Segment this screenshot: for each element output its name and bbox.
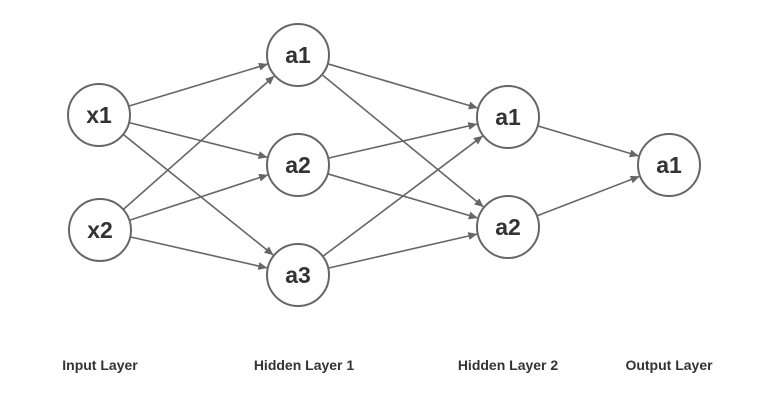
node-label-h1-a3: a3 [285, 262, 311, 288]
node-label-h2-a2: a2 [495, 214, 521, 240]
node-h1-a2: a2 [266, 133, 330, 197]
edge-input-x1-to-h1-a2 [128, 121, 268, 160]
node-circle-h1-a3 [266, 243, 330, 307]
layer-label-input: Input Layer [62, 357, 138, 373]
node-h2-a1: a1 [476, 85, 540, 149]
layer-label-output: Output Layer [625, 357, 713, 373]
node-out-a1: a1 [637, 133, 701, 197]
node-label-h2-a1: a1 [495, 104, 521, 130]
edge-input-x2-to-h1-a3 [130, 236, 268, 270]
edge-h1-a3-to-h2-a2 [328, 232, 478, 269]
node-circle-out-a1 [637, 133, 701, 197]
node-label-out-a1: a1 [656, 152, 682, 178]
node-input-x2: x2 [68, 198, 132, 262]
node-circle-input-x1 [67, 83, 131, 147]
edge-input-x1-to-h1-a3 [122, 133, 274, 256]
edge-h1-a3-to-h2-a1 [322, 135, 483, 258]
node-label-h1-a1: a1 [285, 42, 311, 68]
node-circle-h2-a1 [476, 85, 540, 149]
layer-label-hidden2: Hidden Layer 2 [457, 357, 559, 373]
edge-input-x2-to-h1-a2 [129, 173, 269, 222]
node-h1-a1: a1 [266, 23, 330, 87]
node-h1-a3: a3 [266, 243, 330, 307]
node-circle-h1-a1 [266, 23, 330, 87]
node-circle-h1-a2 [266, 133, 330, 197]
edge-h1-a1-to-h2-a1 [327, 63, 478, 110]
node-input-x1: x1 [67, 83, 131, 147]
node-circle-input-x2 [68, 198, 132, 262]
edge-h1-a2-to-h2-a1 [328, 122, 478, 159]
node-h2-a2: a2 [476, 195, 540, 259]
edge-h2-a1-to-out-a1 [537, 125, 639, 158]
node-circle-h2-a2 [476, 195, 540, 259]
node-label-input-x2: x2 [87, 217, 113, 243]
layer-label-hidden1: Hidden Layer 1 [253, 357, 355, 373]
node-label-input-x1: x1 [86, 102, 112, 128]
edge-input-x1-to-h1-a1 [128, 62, 268, 107]
edge-h2-a2-to-out-a1 [536, 175, 640, 217]
edge-input-x2-to-h1-a1 [122, 75, 275, 211]
node-label-h1-a2: a2 [285, 152, 311, 178]
